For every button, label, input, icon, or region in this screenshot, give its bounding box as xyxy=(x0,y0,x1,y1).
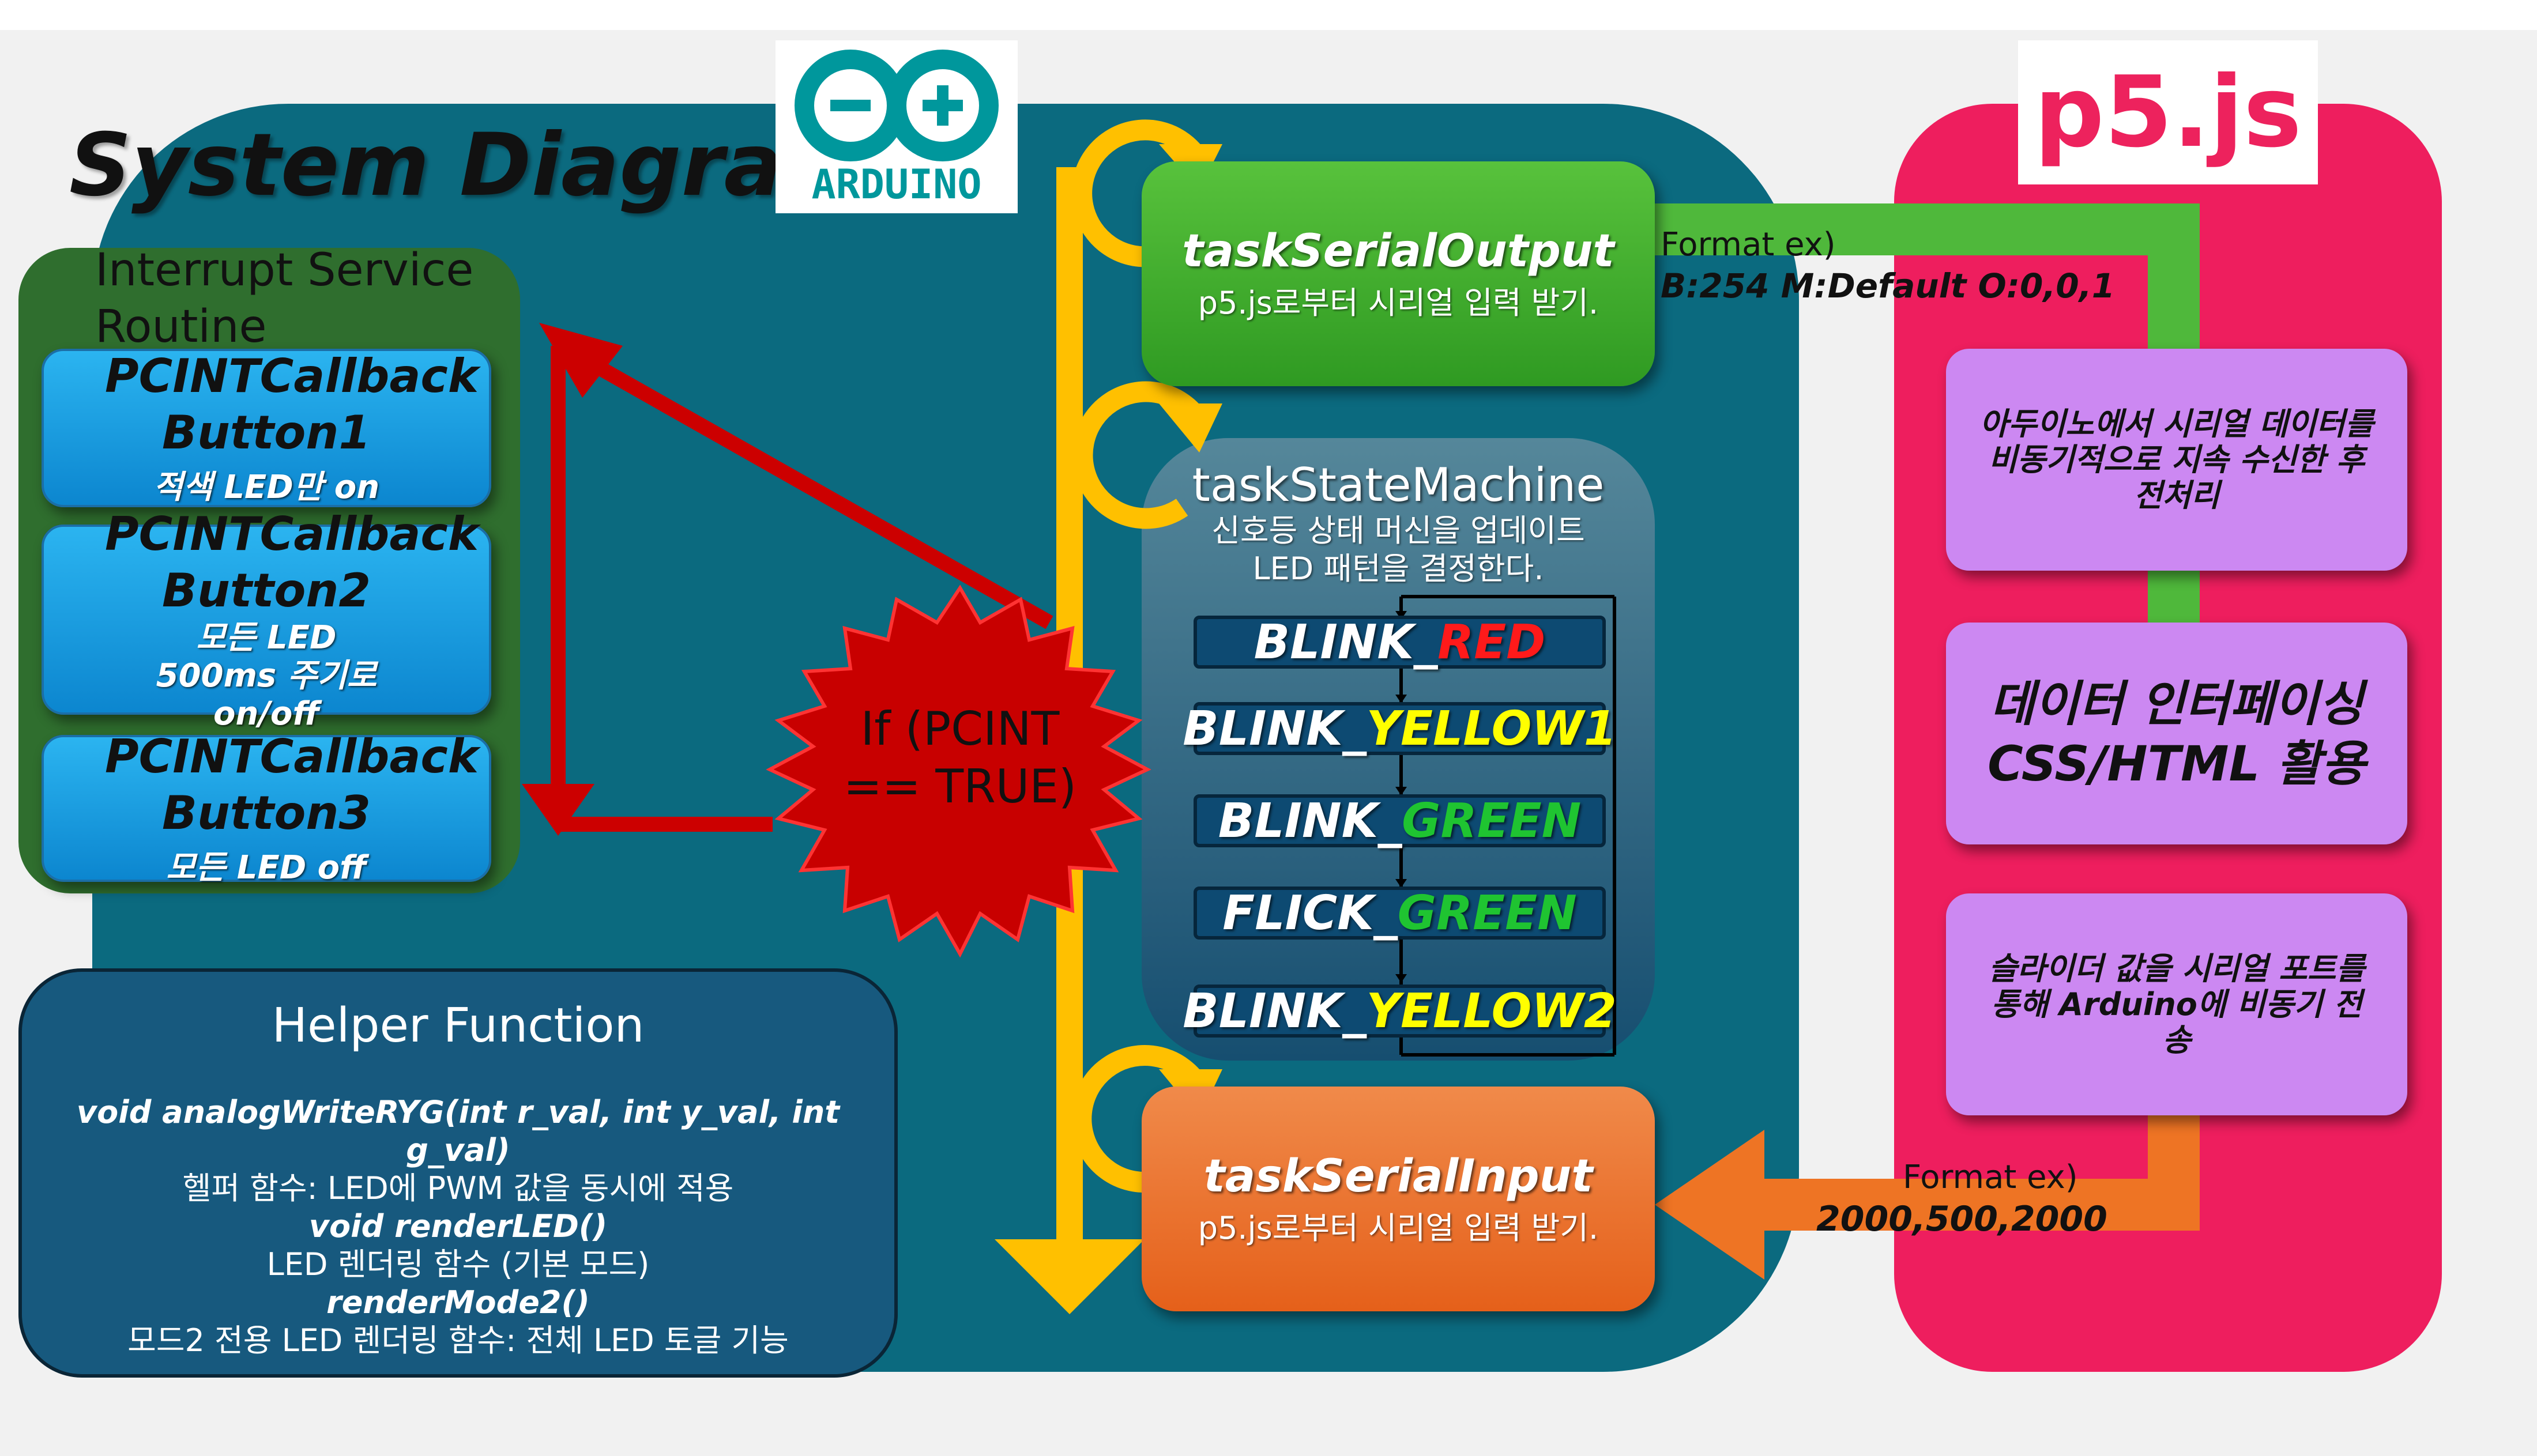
task-desc: p5.js로부터 시리얼 입력 받기. xyxy=(1198,284,1599,321)
p5-interface-box: 데이터 인터페이싱 CSS/HTML 활용 xyxy=(1946,623,2407,844)
callback-desc: 모든 LED off xyxy=(166,849,367,887)
task-title: taskSerialOutput xyxy=(1182,225,1614,277)
helper-line-1: void analogWriteRYG(int r_val, int y_val… xyxy=(76,1093,840,1168)
loop-icon-state xyxy=(1072,381,1209,529)
loop-icon-output xyxy=(1071,119,1209,267)
state-blink-red: BLINK_RED xyxy=(1194,614,1606,670)
interrupt-arrowhead-down xyxy=(522,784,594,836)
helper-line-6: 모드2 전용 LED 렌더링 함수: 전체 LED 토글 기능 xyxy=(127,1322,789,1359)
serial-input-flow-arrowhead xyxy=(1655,1130,1764,1280)
state-arrowhead xyxy=(1395,611,1407,620)
task-serial-input: taskSerialInput p5.js로부터 시리얼 입력 받기. xyxy=(1142,1087,1655,1311)
p5-box-text: 아두이노에서 시리얼 데이터를 비동기적으로 지속 수신한 후 전처리 xyxy=(1979,405,2374,514)
state-prefix: BLINK_ xyxy=(1218,793,1402,848)
interrupt-arrowhead-up xyxy=(539,323,623,398)
state-prefix: BLINK_ xyxy=(1254,614,1438,670)
state-prefix: FLICK_ xyxy=(1222,885,1398,941)
state-flick-green: FLICK_GREEN xyxy=(1194,885,1606,941)
task-serial-output: taskSerialOutput p5.js로부터 시리얼 입력 받기. xyxy=(1142,161,1655,386)
helper-line-2: 헬퍼 함수: LED에 PWM 값을 동시에 적용 xyxy=(182,1170,734,1206)
task-desc: p5.js로부터 시리얼 입력 받기. xyxy=(1198,1209,1599,1246)
state-color-word: YELLOW1 xyxy=(1366,701,1617,756)
state-color-word: GREEN xyxy=(1402,793,1582,848)
arduino-logo: ARDUINO xyxy=(776,40,1018,213)
input-format-example: 2000,500,2000 xyxy=(1816,1199,2107,1239)
helper-heading: Helper Function xyxy=(272,998,645,1053)
input-format-label: Format ex) xyxy=(1903,1159,2078,1196)
helper-line-5: renderMode2() xyxy=(326,1284,590,1321)
isr-heading: Interrupt Service Routine xyxy=(95,244,474,353)
task-title: taskStateMachine xyxy=(1192,458,1605,512)
callback-title: PCINTCallback Button3 xyxy=(105,730,479,840)
p5js-wordmark: p5.js xyxy=(2034,55,2302,169)
helper-function-box: Helper Function void analogWriteRYG(int … xyxy=(18,968,898,1378)
state-prefix: BLINK_ xyxy=(1183,983,1367,1039)
state-blink-yellow2: BLINK_YELLOW2 xyxy=(1183,984,1617,1039)
p5-box-text: 슬라이더 값을 시리얼 포트를 통해 Arduino에 비동기 전송 xyxy=(1988,950,2365,1058)
interrupt-arrow-diagonal xyxy=(567,345,1053,629)
isr-callback-button3: PCINTCallback Button3 모든 LED off xyxy=(42,730,491,887)
state-arrowhead xyxy=(1395,787,1407,795)
main-loop-arrowhead xyxy=(995,1239,1145,1314)
callback-desc: 적색 LED만 on xyxy=(153,469,380,506)
state-color-word: GREEN xyxy=(1397,885,1577,941)
callback-title: PCINTCallback Button2 xyxy=(105,507,479,617)
serial-input-flow-line xyxy=(1759,1112,2200,1231)
arduino-wordmark: ARDUINO xyxy=(811,161,982,208)
infinity-logo-icon xyxy=(795,50,999,161)
state-color-word: RED xyxy=(1437,614,1546,670)
state-arrowhead xyxy=(1395,879,1407,888)
state-arrowhead xyxy=(1395,695,1407,703)
output-format-example: B:254 M:Default O:0,0,1 xyxy=(1661,266,2116,305)
state-color-word: YELLOW2 xyxy=(1366,983,1617,1039)
isr-callback-button2: PCINTCallback Button2 모든 LED 500ms 주기로 o… xyxy=(42,507,491,733)
callback-title: PCINTCallback Button1 xyxy=(105,349,479,459)
helper-line-3: void renderLED() xyxy=(308,1208,608,1244)
p5-send-box: 슬라이더 값을 시리얼 포트를 통해 Arduino에 비동기 전송 xyxy=(1946,893,2407,1115)
top-band xyxy=(0,0,2537,30)
state-arrowhead xyxy=(1395,974,1407,983)
task-title: taskSerialInput xyxy=(1203,1150,1593,1202)
state-blink-yellow1: BLINK_YELLOW1 xyxy=(1183,701,1617,756)
state-prefix: BLINK_ xyxy=(1183,701,1367,756)
helper-line-4: LED 렌더링 함수 (기본 모드) xyxy=(266,1246,650,1283)
isr-callback-button1: PCINTCallback Button1 적색 LED만 on xyxy=(42,349,491,507)
loop-icon-input xyxy=(1071,1045,1209,1193)
p5-box-text: 데이터 인터페이싱 CSS/HTML 활용 xyxy=(1988,675,2366,792)
task-state-machine-header: taskStateMachine 신호등 상태 머신을 업데이트 LED 패턴을… xyxy=(1150,458,1646,588)
p5-receive-box: 아두이노에서 시리얼 데이터를 비동기적으로 지속 수신한 후 전처리 xyxy=(1946,349,2407,571)
pcint-condition: If (PCINT == TRUE) xyxy=(843,702,1077,813)
callback-desc: 모든 LED 500ms 주기로 on/off xyxy=(156,619,377,733)
state-blink-green: BLINK_GREEN xyxy=(1194,793,1606,848)
loop-icon-state-head xyxy=(1159,403,1222,452)
p5js-logo: p5.js xyxy=(2018,40,2318,184)
task-desc: 신호등 상태 머신을 업데이트 LED 패턴을 결정한다. xyxy=(1211,512,1585,587)
output-format-label: Format ex) xyxy=(1661,226,1836,263)
page-title: System Diagram xyxy=(69,115,873,216)
pcint-starburst xyxy=(766,584,1151,958)
